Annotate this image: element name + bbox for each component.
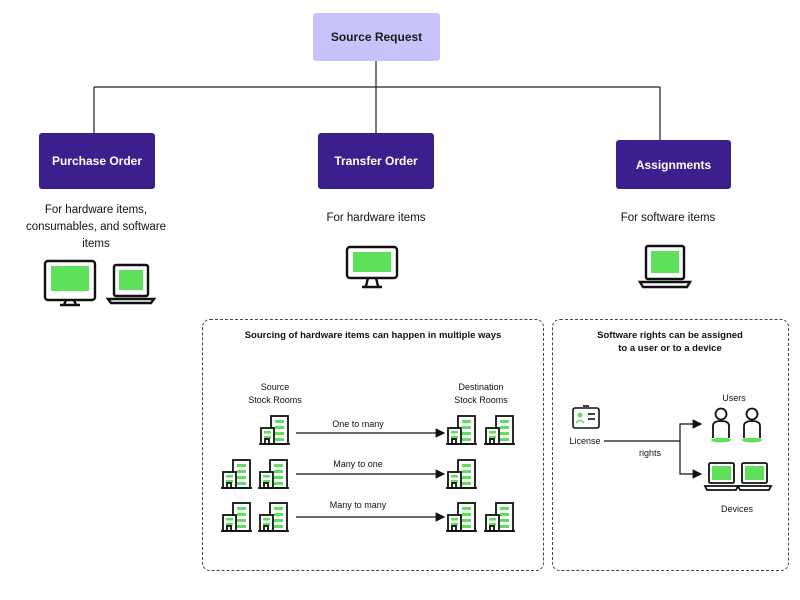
building-icon bbox=[446, 415, 477, 445]
building-icon bbox=[221, 459, 252, 489]
users-label: Users bbox=[722, 393, 746, 403]
flow-label-many-to-many: Many to many bbox=[329, 500, 387, 510]
user-icon bbox=[742, 407, 762, 443]
destination-label-line2: Stock Rooms bbox=[454, 395, 508, 405]
source-label-line2: Stock Rooms bbox=[248, 395, 302, 405]
flow-label-many-to-one: Many to one bbox=[333, 459, 383, 469]
arrow-to-devices bbox=[679, 441, 703, 479]
license-label: License bbox=[569, 436, 601, 446]
building-icon bbox=[484, 415, 515, 445]
destination-label: Destination Stock Rooms bbox=[438, 381, 524, 407]
purchase-order-box: Purchase Order bbox=[39, 133, 155, 189]
rights-label: rights bbox=[638, 448, 661, 458]
building-icon bbox=[258, 459, 289, 489]
assignments-description: For software items bbox=[620, 212, 716, 224]
flow-label-one-to-many: One to many bbox=[332, 419, 384, 429]
building-icon bbox=[446, 502, 477, 532]
laptop-icon bbox=[736, 462, 773, 491]
building-icon bbox=[221, 502, 252, 532]
assignments-box: Assignments bbox=[616, 140, 731, 189]
building-icon bbox=[259, 415, 290, 445]
source-label: Source Stock Rooms bbox=[232, 381, 318, 407]
transfer-order-description: For hardware items bbox=[326, 212, 426, 224]
arrow-to-users bbox=[679, 419, 703, 441]
laptop-icon bbox=[105, 263, 157, 305]
source-label-line1: Source bbox=[260, 382, 290, 392]
transfer-order-box: Transfer Order bbox=[318, 133, 434, 189]
software-panel-title-line1: Software rights can be assigned bbox=[597, 330, 743, 341]
building-icon bbox=[446, 459, 477, 489]
hardware-sourcing-panel bbox=[202, 319, 544, 571]
devices-label: Devices bbox=[720, 504, 753, 514]
purchase-order-description: For hardware items, consumables, and sof… bbox=[26, 204, 166, 250]
hardware-panel-title: Sourcing of hardware items can happen in… bbox=[244, 330, 502, 341]
monitor-icon bbox=[43, 259, 97, 307]
destination-label-line1: Destination bbox=[458, 382, 504, 392]
software-rights-panel bbox=[552, 319, 789, 571]
building-icon bbox=[484, 502, 515, 532]
software-panel-title: Software rights can be assigned to a use… bbox=[558, 329, 782, 355]
id-card-icon bbox=[572, 405, 600, 429]
building-icon bbox=[258, 502, 289, 532]
laptop-icon bbox=[637, 244, 693, 289]
software-panel-title-line2: to a user or to a device bbox=[618, 343, 722, 354]
laptop-icon bbox=[703, 462, 740, 491]
monitor-icon bbox=[345, 245, 399, 289]
user-icon bbox=[711, 407, 731, 443]
source-request-box: Source Request bbox=[313, 13, 440, 61]
